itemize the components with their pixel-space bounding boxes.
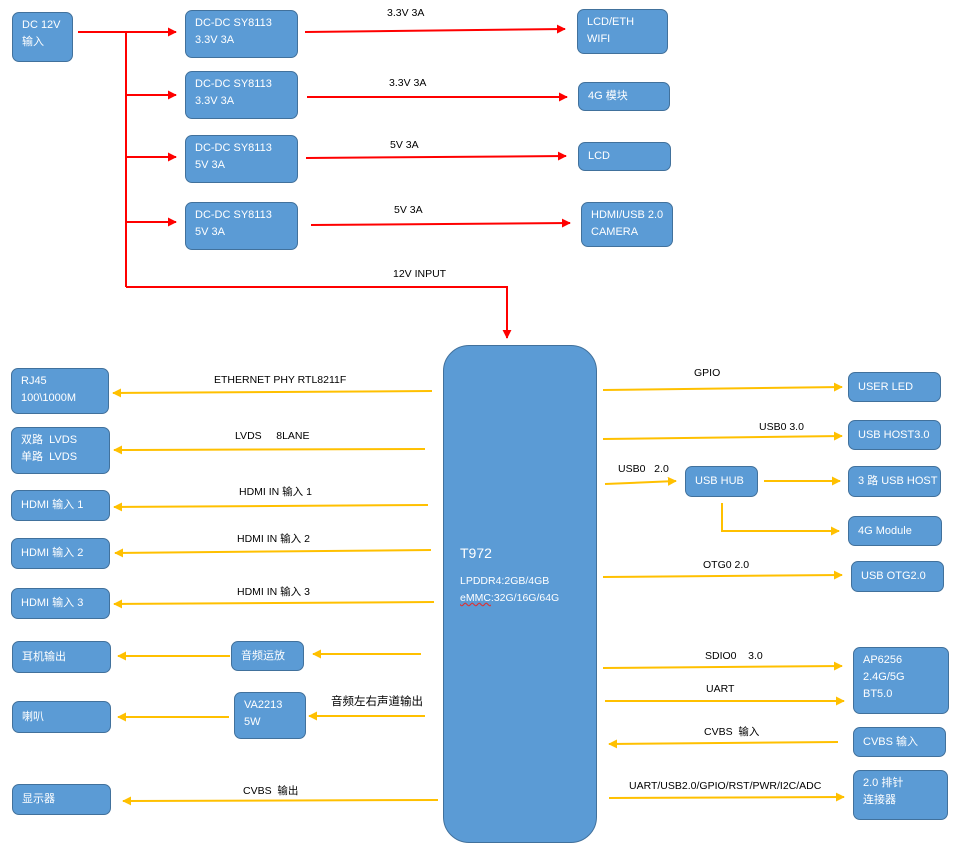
rail-label-3: 5V 3A (390, 139, 419, 151)
dcdc-converter-3: DC-DC SY8113 5V 3A (185, 135, 298, 183)
usb-otg-box: USB OTG2.0 (851, 561, 944, 592)
usb-host30-box: USB HOST3.0 (848, 420, 941, 450)
rj45-box: RJ45 100\1000M (11, 368, 109, 414)
cvbs-input-label: CVBS 输入 (704, 726, 760, 738)
soc-storage-prefix: eMMC (460, 592, 491, 604)
speaker-box: 喇叭 (12, 701, 111, 733)
hdmi-input-3-box: HDMI 输入 3 (11, 588, 110, 619)
soc-feed-label: 12V INPUT (393, 268, 447, 280)
rail-label-1: 3.3V 3A (387, 7, 425, 19)
audio-lr-label: 音频左右声道输出 (331, 696, 423, 708)
soc-storage: eMMC:32G/16G/64G (460, 590, 559, 607)
earphone-output-box: 耳机输出 (12, 641, 111, 673)
hdmi-in-3-label: HDMI IN 输入 3 (237, 586, 310, 598)
misc-interfaces-label: UART/USB2.0/GPIO/RST/PWR/I2C/ADC (629, 780, 822, 792)
va2213-amp-box: VA2213 5W (234, 692, 306, 739)
4g-module-box: 4G Module (848, 516, 942, 546)
soc-memory: LPDDR4:2GB/4GB (460, 575, 550, 587)
otg0-label: OTG0 2.0 (703, 559, 750, 571)
cvbs-input-box: CVBS 输入 (853, 727, 946, 757)
soc-storage-rest: :32G/16G/64G (490, 592, 560, 604)
load-lcd-eth-wifi: LCD/ETH WIFI (577, 9, 668, 54)
rail-label-2: 3.3V 3A (389, 77, 427, 89)
power-arrows (78, 24, 571, 339)
lvds-label: LVDS 8LANE (235, 430, 310, 442)
load-lcd: LCD (578, 142, 671, 171)
ethernet-label: ETHERNET PHY RTL8211F (214, 374, 347, 386)
usb0-30-label: USB0 3.0 (759, 421, 804, 433)
sdio0-label: SDIO0 3.0 (705, 650, 763, 662)
hdmi-in-1-label: HDMI IN 输入 1 (239, 486, 312, 498)
usb0-20-label: USB0 2.0 (618, 463, 669, 475)
hdmi-input-1-box: HDMI 输入 1 (11, 490, 110, 521)
hdmi-in-2-label: HDMI IN 输入 2 (237, 533, 310, 545)
signal-arrows (112, 382, 845, 806)
audio-amp-box: 音频运放 (231, 641, 304, 671)
uart-label: UART (706, 683, 735, 695)
lvds-box: 双路 LVDS 单路 LVDS (11, 427, 110, 474)
user-led-box: USER LED (848, 372, 941, 402)
load-4g-module: 4G 模块 (578, 82, 670, 111)
cvbs-output-label: CVBS 输出 (243, 785, 299, 797)
soc-name: T972 (460, 545, 492, 561)
dcdc-converter-4: DC-DC SY8113 5V 3A (185, 202, 298, 250)
load-hdmi-usb-camera: HDMI/USB 2.0 CAMERA (581, 202, 673, 247)
rail-label-4: 5V 3A (394, 204, 423, 216)
dc-12v-input-box: DC 12V 输入 (12, 12, 73, 62)
gpio-label: GPIO (694, 367, 721, 379)
display-box: 显示器 (12, 784, 111, 815)
dcdc-converter-2: DC-DC SY8113 3.3V 3A (185, 71, 298, 119)
soc-specs: LPDDR4:2GB/4GB eMMC:32G/16G/64G (460, 573, 559, 607)
pin-header-connector-box: 2.0 排针 连接器 (853, 770, 948, 820)
dcdc-converter-1: DC-DC SY8113 3.3V 3A (185, 10, 298, 58)
ap6256-wifi-bt-box: AP6256 2.4G/5G BT5.0 (853, 647, 949, 714)
hdmi-input-2-box: HDMI 输入 2 (11, 538, 110, 569)
t972-soc: T972 LPDDR4:2GB/4GB eMMC:32G/16G/64G (443, 345, 597, 843)
usb-host-3port-box: 3 路 USB HOST (848, 466, 941, 497)
usb-hub-box: USB HUB (685, 466, 758, 497)
